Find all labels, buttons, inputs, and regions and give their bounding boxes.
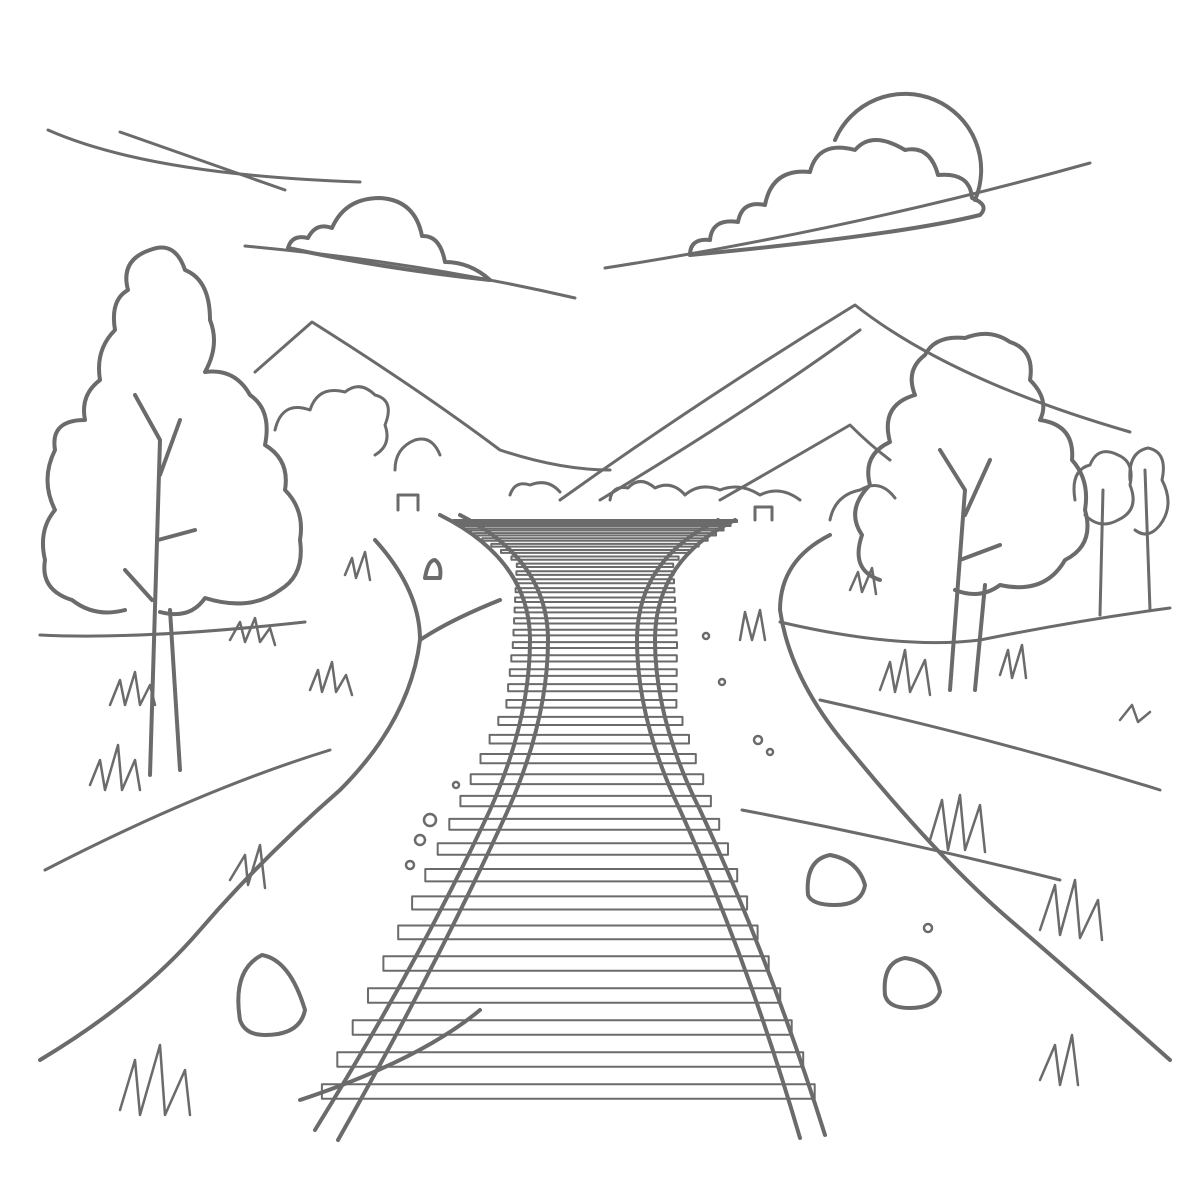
railway-tie xyxy=(513,617,677,625)
railway-tie xyxy=(479,753,697,765)
railway-tie xyxy=(367,987,782,1004)
railway-tie xyxy=(513,606,677,614)
rock xyxy=(423,558,443,580)
railway-tie xyxy=(500,549,690,554)
railway-tie xyxy=(382,955,770,972)
track-end-left-bumper xyxy=(396,493,420,512)
railway-tie xyxy=(481,537,709,542)
railway-track xyxy=(313,493,827,1142)
railway-tie xyxy=(459,794,712,808)
left-rail-inner xyxy=(336,513,550,1142)
railway-tie xyxy=(514,596,676,603)
railway-tie xyxy=(490,542,700,548)
right-tree xyxy=(853,331,1090,692)
right-rail xyxy=(653,518,827,1137)
railway-tie xyxy=(448,817,721,831)
railway-tie xyxy=(510,654,678,663)
railway-tie xyxy=(511,641,678,649)
right-cloud xyxy=(688,138,986,257)
railway-tie xyxy=(508,668,678,677)
railway-tie xyxy=(473,532,717,537)
railway-tie xyxy=(465,527,725,532)
mountain-range xyxy=(253,303,1132,502)
railway-tie xyxy=(507,683,678,693)
rock xyxy=(882,956,942,1010)
track-end-right-bumper xyxy=(753,505,774,522)
rock xyxy=(805,853,867,907)
left-tree xyxy=(41,245,303,777)
railway-tie xyxy=(469,773,705,786)
far-right-small-trees xyxy=(1072,446,1170,617)
rock xyxy=(236,953,307,1037)
railway-tie xyxy=(424,868,739,883)
railway-tie xyxy=(514,587,676,594)
railway-tie xyxy=(488,733,690,745)
railway-tie xyxy=(436,842,729,856)
left-cloud xyxy=(286,196,492,282)
distant-bushes xyxy=(273,385,897,522)
railway-tie xyxy=(505,699,678,709)
railway-tie xyxy=(458,523,732,527)
right-rail-inner xyxy=(635,518,802,1140)
railway-tie xyxy=(512,628,678,637)
rocks xyxy=(236,558,942,1037)
ground-contours xyxy=(38,606,1172,882)
embankment-edges xyxy=(38,533,1172,1102)
grass-tufts xyxy=(88,550,1152,1117)
pebbles xyxy=(404,631,934,934)
railway-tie xyxy=(515,570,675,576)
railway-tie xyxy=(510,555,680,561)
railway-tie xyxy=(515,562,675,568)
railway-tie xyxy=(497,715,684,726)
railway-tie xyxy=(411,895,749,911)
railway-tie xyxy=(452,519,738,523)
left-rail xyxy=(313,513,532,1132)
sky-wind-lines xyxy=(46,128,1092,300)
sun-icon xyxy=(833,91,984,202)
railway-tie xyxy=(351,1019,793,1036)
railway-tie xyxy=(320,1083,816,1100)
